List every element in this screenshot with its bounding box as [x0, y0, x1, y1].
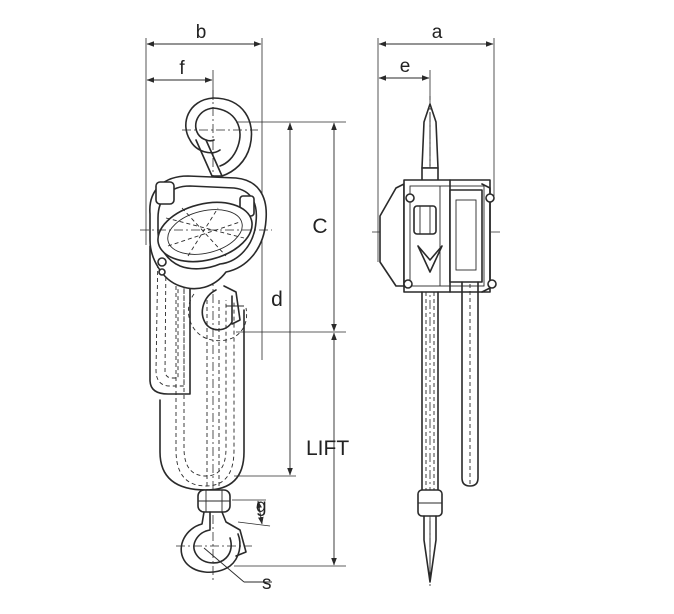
- top-hook-inner: [194, 107, 215, 142]
- body-side-plate-left: [155, 181, 175, 205]
- bottom-hook-inner: [193, 511, 232, 564]
- top-hook-latch: [195, 139, 223, 177]
- side-body-frame-inner: [409, 185, 485, 287]
- gear-housing: [157, 201, 253, 263]
- extension-line-g-bottom: [237, 521, 271, 527]
- load-chain-loop-edge: [159, 309, 245, 491]
- bottom-hook-outer: [180, 511, 241, 573]
- dimension-label-s: s: [262, 573, 272, 594]
- side-chain-guide: [417, 245, 443, 273]
- lower-hook-body: [201, 289, 233, 331]
- dimension-s: s: [203, 547, 272, 594]
- load-chain-loop-inner: [183, 290, 227, 477]
- side-bolt-bottom-left: [403, 279, 413, 289]
- dimension-label-f: f: [179, 58, 185, 79]
- body-bolt-lower: [157, 257, 167, 267]
- dimension-label-e: e: [400, 56, 411, 77]
- side-sprocket: [413, 205, 437, 235]
- gear-housing-hidden-lines: [165, 207, 245, 257]
- side-hand-chain: [461, 281, 479, 487]
- hand-chain-outer: [155, 249, 185, 387]
- side-body-right-edge: [481, 183, 491, 293]
- lower-hook-hidden: [187, 293, 248, 342]
- dimension-label-a: a: [432, 22, 443, 43]
- side-bottom-hook: [423, 515, 437, 583]
- dimension-line-g: [256, 500, 264, 525]
- side-view: a e: [372, 22, 500, 588]
- vertical-dimensions: d C LIFT: [234, 121, 349, 567]
- side-gear-cover-inner: [455, 199, 477, 271]
- dimension-label-d: d: [271, 288, 283, 311]
- side-handwheel-cover: [379, 183, 405, 287]
- top-hook-outer: [185, 97, 221, 154]
- body-bolt-lower-2: [158, 268, 166, 276]
- dimension-label-g: g: [256, 496, 267, 517]
- top-hook-back-inner: [212, 107, 241, 167]
- hoist-body-inner: [157, 185, 258, 270]
- front-view: b f: [140, 22, 272, 580]
- dimension-label-lift: LIFT: [306, 437, 349, 460]
- gear-housing-inner: [167, 209, 243, 255]
- dimension-g: g: [232, 496, 271, 527]
- load-chain-loop-outer: [175, 286, 235, 487]
- dimension-label-b: b: [196, 22, 207, 43]
- top-hook-back: [212, 97, 253, 177]
- hand-chain-guard: [149, 245, 191, 395]
- side-bolt-top-left: [405, 193, 415, 203]
- side-gear-cover: [449, 189, 483, 283]
- hand-chain-inner: [164, 255, 179, 379]
- dimension-line-s: [203, 547, 245, 583]
- side-bolt-bottom-right: [487, 279, 497, 289]
- bottom-hook-latch: [221, 511, 247, 557]
- side-bolt-top-right: [485, 193, 495, 203]
- dimension-label-c: C: [312, 215, 327, 238]
